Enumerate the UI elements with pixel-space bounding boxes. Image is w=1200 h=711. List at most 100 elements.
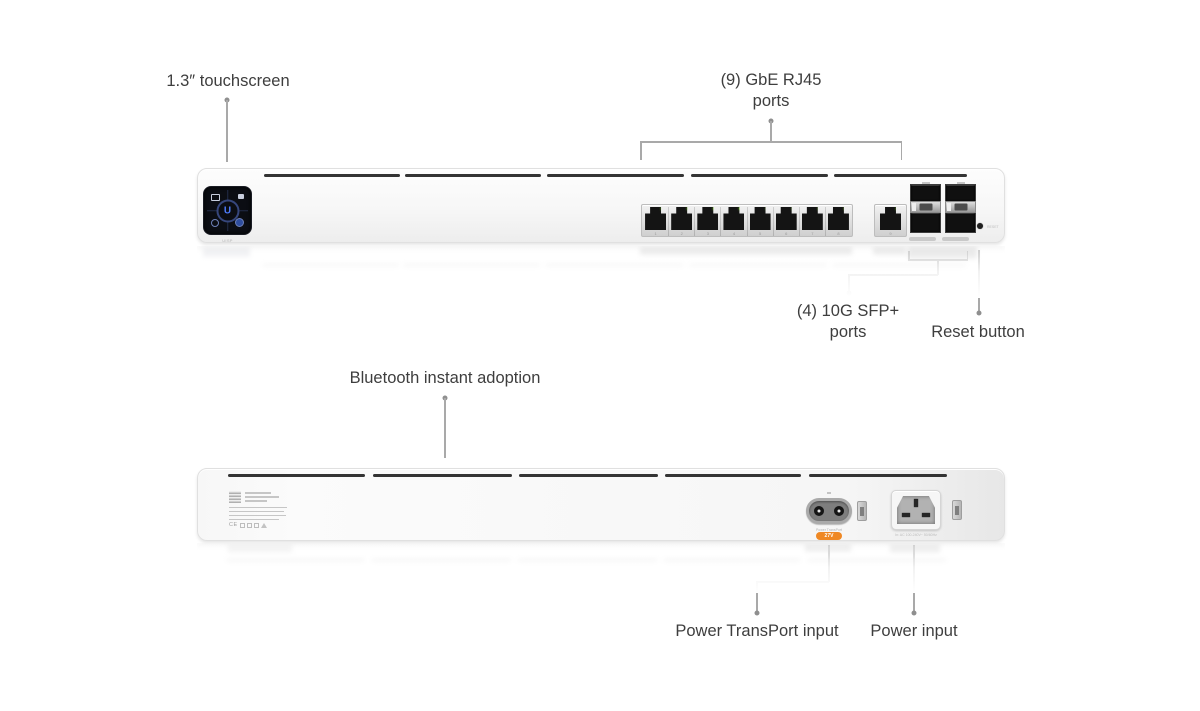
vent-slot [373, 474, 512, 477]
vent-slot [665, 474, 801, 477]
port-number: 2 [680, 231, 683, 236]
port-led [739, 207, 745, 210]
callout-dot [911, 610, 916, 616]
port-led [843, 207, 849, 210]
rj45-jack [645, 207, 667, 230]
rj45-jack [697, 207, 719, 230]
cable-clip [952, 500, 962, 520]
inlet-pin [902, 513, 910, 517]
rj45-port: 5 [746, 207, 773, 236]
port-number: 5 [758, 231, 762, 236]
sfp-column [910, 182, 941, 233]
sfp-cage [910, 184, 941, 201]
callout-line [900, 141, 902, 160]
callout-bracket [640, 141, 902, 143]
sfp-port-marking [956, 182, 965, 184]
ukca-icon [239, 522, 245, 528]
regulatory-label: CE [229, 491, 293, 529]
sfp-port-marking [921, 182, 930, 184]
port-number: 9 [889, 231, 892, 236]
rj45-port: 8 [824, 207, 851, 236]
device-back-panel: CE Power TransPort 27V In: AC 100-240V~ … [197, 468, 1005, 541]
port-led [791, 207, 797, 210]
rj45-port: 7 [798, 207, 825, 236]
storage-icon [238, 194, 244, 199]
power-rating-caption: In: AC 100-240V~ 50/60Hz [895, 533, 937, 537]
sfp-latch [910, 201, 941, 213]
port-number: 6 [785, 231, 788, 236]
port-number: 4 [732, 231, 736, 236]
transport-voltage-badge: 27V [816, 532, 842, 540]
rj45-port: 2 [668, 207, 694, 236]
rj45-port: 9 [876, 207, 905, 236]
reset-button [977, 223, 983, 229]
sfp-port-group [909, 181, 978, 237]
callout-text: Power input [870, 622, 958, 640]
port-led [765, 207, 771, 210]
port-led [896, 207, 901, 210]
vent-slot [547, 174, 684, 177]
qr-code [229, 491, 241, 503]
display-icon [211, 194, 220, 201]
rj45-port: 4 [720, 207, 746, 236]
rj45-jack [671, 207, 693, 230]
transport-marking [827, 492, 831, 494]
pin-hole [814, 506, 824, 516]
rj45-jack [749, 207, 771, 230]
sfp-column [945, 182, 976, 233]
back-reflection [197, 543, 1005, 593]
cable-clip [857, 501, 867, 521]
port-led [817, 207, 823, 210]
rj45-port-block: 1 2 3 4 5 6 7 8 [641, 204, 853, 237]
rj45-port: 3 [694, 207, 720, 236]
callout-text: (9) GbE RJ45 [720, 71, 822, 89]
callout-line [756, 581, 758, 613]
callout-sfp-label: (4) 10G SFP+ ports [797, 301, 899, 343]
vent-slot [809, 474, 947, 477]
vent-slot [264, 174, 400, 177]
callout-text: Bluetooth instant adoption [349, 369, 541, 387]
u-logo: U [216, 199, 239, 222]
recycle-icon [246, 522, 252, 528]
transport-caption: Power TransPort [815, 528, 843, 532]
rj45-jack [880, 207, 901, 230]
vent-slot [834, 174, 967, 177]
port-led [687, 207, 693, 210]
sfp-cage [910, 213, 941, 233]
power-inlet [891, 490, 941, 530]
weee-bin-icon [253, 522, 259, 528]
vent-slot [519, 474, 658, 477]
rj45-port: 1 [643, 207, 668, 236]
sfp-cage [945, 213, 976, 233]
touchscreen: U [204, 187, 251, 234]
inlet-recess [897, 496, 935, 524]
screen-caption: UISP [222, 238, 233, 243]
power-icon [211, 219, 219, 227]
callout-bluetooth-label: Bluetooth instant adoption [350, 368, 541, 389]
rj45-port: 6 [772, 207, 799, 236]
device-front-panel: U UISP 1 2 3 4 5 6 7 8 9 [197, 168, 1005, 243]
pin-hole [834, 506, 844, 516]
port-number: 1 [654, 231, 657, 236]
ce-mark: CE [229, 522, 238, 528]
inlet-pin [922, 513, 930, 517]
sfp-cage [945, 184, 976, 201]
certification-icons: CE [229, 522, 267, 528]
rj45-jack [801, 207, 823, 230]
callout-text: (4) 10G SFP+ [796, 302, 900, 320]
port-number: 8 [837, 231, 840, 236]
rj45-jack [775, 207, 797, 230]
port-led [661, 207, 667, 210]
vent-slot [228, 474, 365, 477]
callout-line [770, 121, 772, 142]
front-reflection [197, 246, 1005, 298]
sfp-latch [945, 201, 976, 213]
inlet-pin [914, 499, 918, 507]
callout-text: ports [829, 323, 867, 341]
port-number: 3 [706, 231, 709, 236]
rj45-uplink-block: 9 [874, 204, 907, 237]
port-led [713, 207, 719, 210]
callout-rj45-label: (9) GbE RJ45 ports [721, 70, 822, 112]
port-number: 7 [811, 231, 814, 236]
